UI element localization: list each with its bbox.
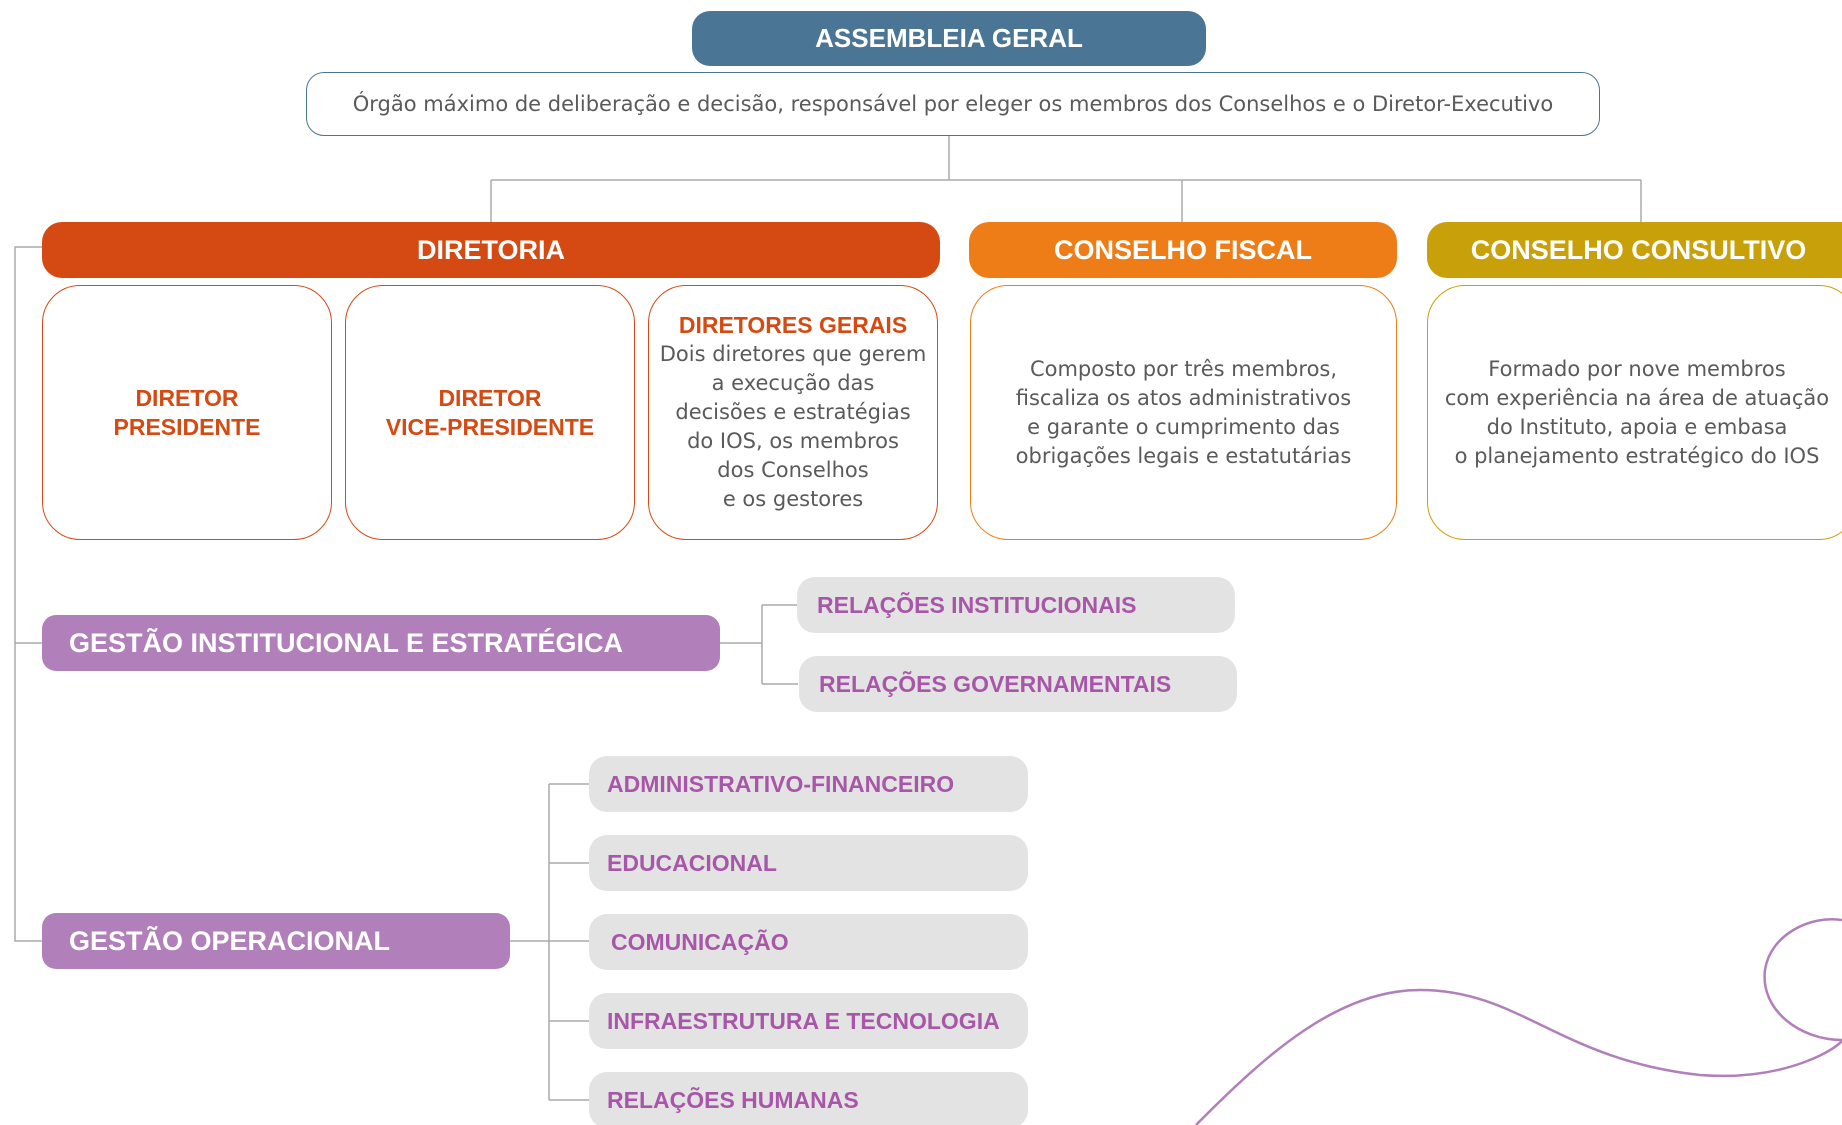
assembly-title: ASSEMBLEIA GERAL [815, 23, 1083, 53]
infraestrutura-tecnologia-label: INFRAESTRUTURA E TECNOLOGIA [607, 1007, 1000, 1034]
gestao-operacional-header: GESTÃO OPERACIONAL [42, 913, 510, 969]
gestao-operacional-title: GESTÃO OPERACIONAL [69, 925, 391, 956]
conselho-fiscal-header: CONSELHO FISCAL [969, 222, 1397, 278]
connector-left-spine [14, 246, 42, 942]
diretores-gerais-box: DIRETORES GERAIS Dois diretores que gere… [648, 285, 938, 540]
gestao-institucional-title: GESTÃO INSTITUCIONAL E ESTRATÉGICA [69, 627, 624, 658]
decorative-swirl [1195, 918, 1842, 1125]
diretor-vice-presidente-label: DIRETOR VICE-PRESIDENTE [385, 384, 595, 440]
diretores-gerais-title: DIRETORES GERAIS [678, 312, 908, 338]
assembly-header: ASSEMBLEIA GERAL [692, 11, 1206, 66]
relacoes-institucionais-label: RELAÇÕES INSTITUCIONAIS [817, 591, 1137, 618]
conselho-fiscal-description: Composto por três membros, fiscaliza os … [1015, 356, 1352, 468]
diretoria-title: DIRETORIA [416, 234, 565, 265]
relacoes-humanas-label: RELAÇÕES HUMANAS [607, 1086, 859, 1113]
connector-operacional-branch [510, 783, 590, 1101]
administrativo-financeiro-label: ADMINISTRATIVO-FINANCEIRO [607, 770, 955, 797]
relacoes-governamentais-label: RELAÇÕES GOVERNAMENTAIS [819, 670, 1172, 697]
educacional-label: EDUCACIONAL [607, 849, 777, 876]
administrativo-financeiro-item: ADMINISTRATIVO-FINANCEIRO [589, 756, 1028, 812]
diretor-presidente-box: DIRETOR PRESIDENTE [42, 285, 332, 540]
diretores-gerais-description: Dois diretores que gerem a execução das … [659, 342, 927, 511]
gestao-institucional-header: GESTÃO INSTITUCIONAL E ESTRATÉGICA [42, 615, 720, 671]
relacoes-governamentais-item: RELAÇÕES GOVERNAMENTAIS [799, 656, 1237, 712]
educacional-item: EDUCACIONAL [589, 835, 1028, 891]
diretoria-header: DIRETORIA [42, 222, 940, 278]
relacoes-institucionais-item: RELAÇÕES INSTITUCIONAIS [797, 577, 1235, 633]
comunicacao-item: COMUNICAÇÃO [589, 914, 1028, 970]
conselho-consultivo-description: Formado por nove membros com experiência… [1444, 356, 1830, 468]
conselho-fiscal-box: Composto por três membros, fiscaliza os … [970, 285, 1397, 540]
conselho-consultivo-header: CONSELHO CONSULTIVO [1427, 222, 1842, 278]
connector-institucional-branch [720, 604, 798, 685]
diretor-presidente-label: DIRETOR PRESIDENTE [113, 384, 261, 440]
diretor-vice-presidente-box: DIRETOR VICE-PRESIDENTE [345, 285, 635, 540]
conselho-consultivo-box: Formado por nove membros com experiência… [1427, 285, 1842, 540]
assembly-description: Órgão máximo de deliberação e decisão, r… [352, 91, 1554, 116]
comunicacao-label: COMUNICAÇÃO [611, 928, 789, 955]
relacoes-humanas-item: RELAÇÕES HUMANAS [589, 1072, 1028, 1125]
conselho-fiscal-title: CONSELHO FISCAL [1053, 234, 1312, 265]
conselho-consultivo-title: CONSELHO CONSULTIVO [1470, 234, 1807, 265]
assembly-description-box: Órgão máximo de deliberação e decisão, r… [306, 72, 1600, 136]
infraestrutura-tecnologia-item: INFRAESTRUTURA E TECNOLOGIA [589, 993, 1028, 1049]
